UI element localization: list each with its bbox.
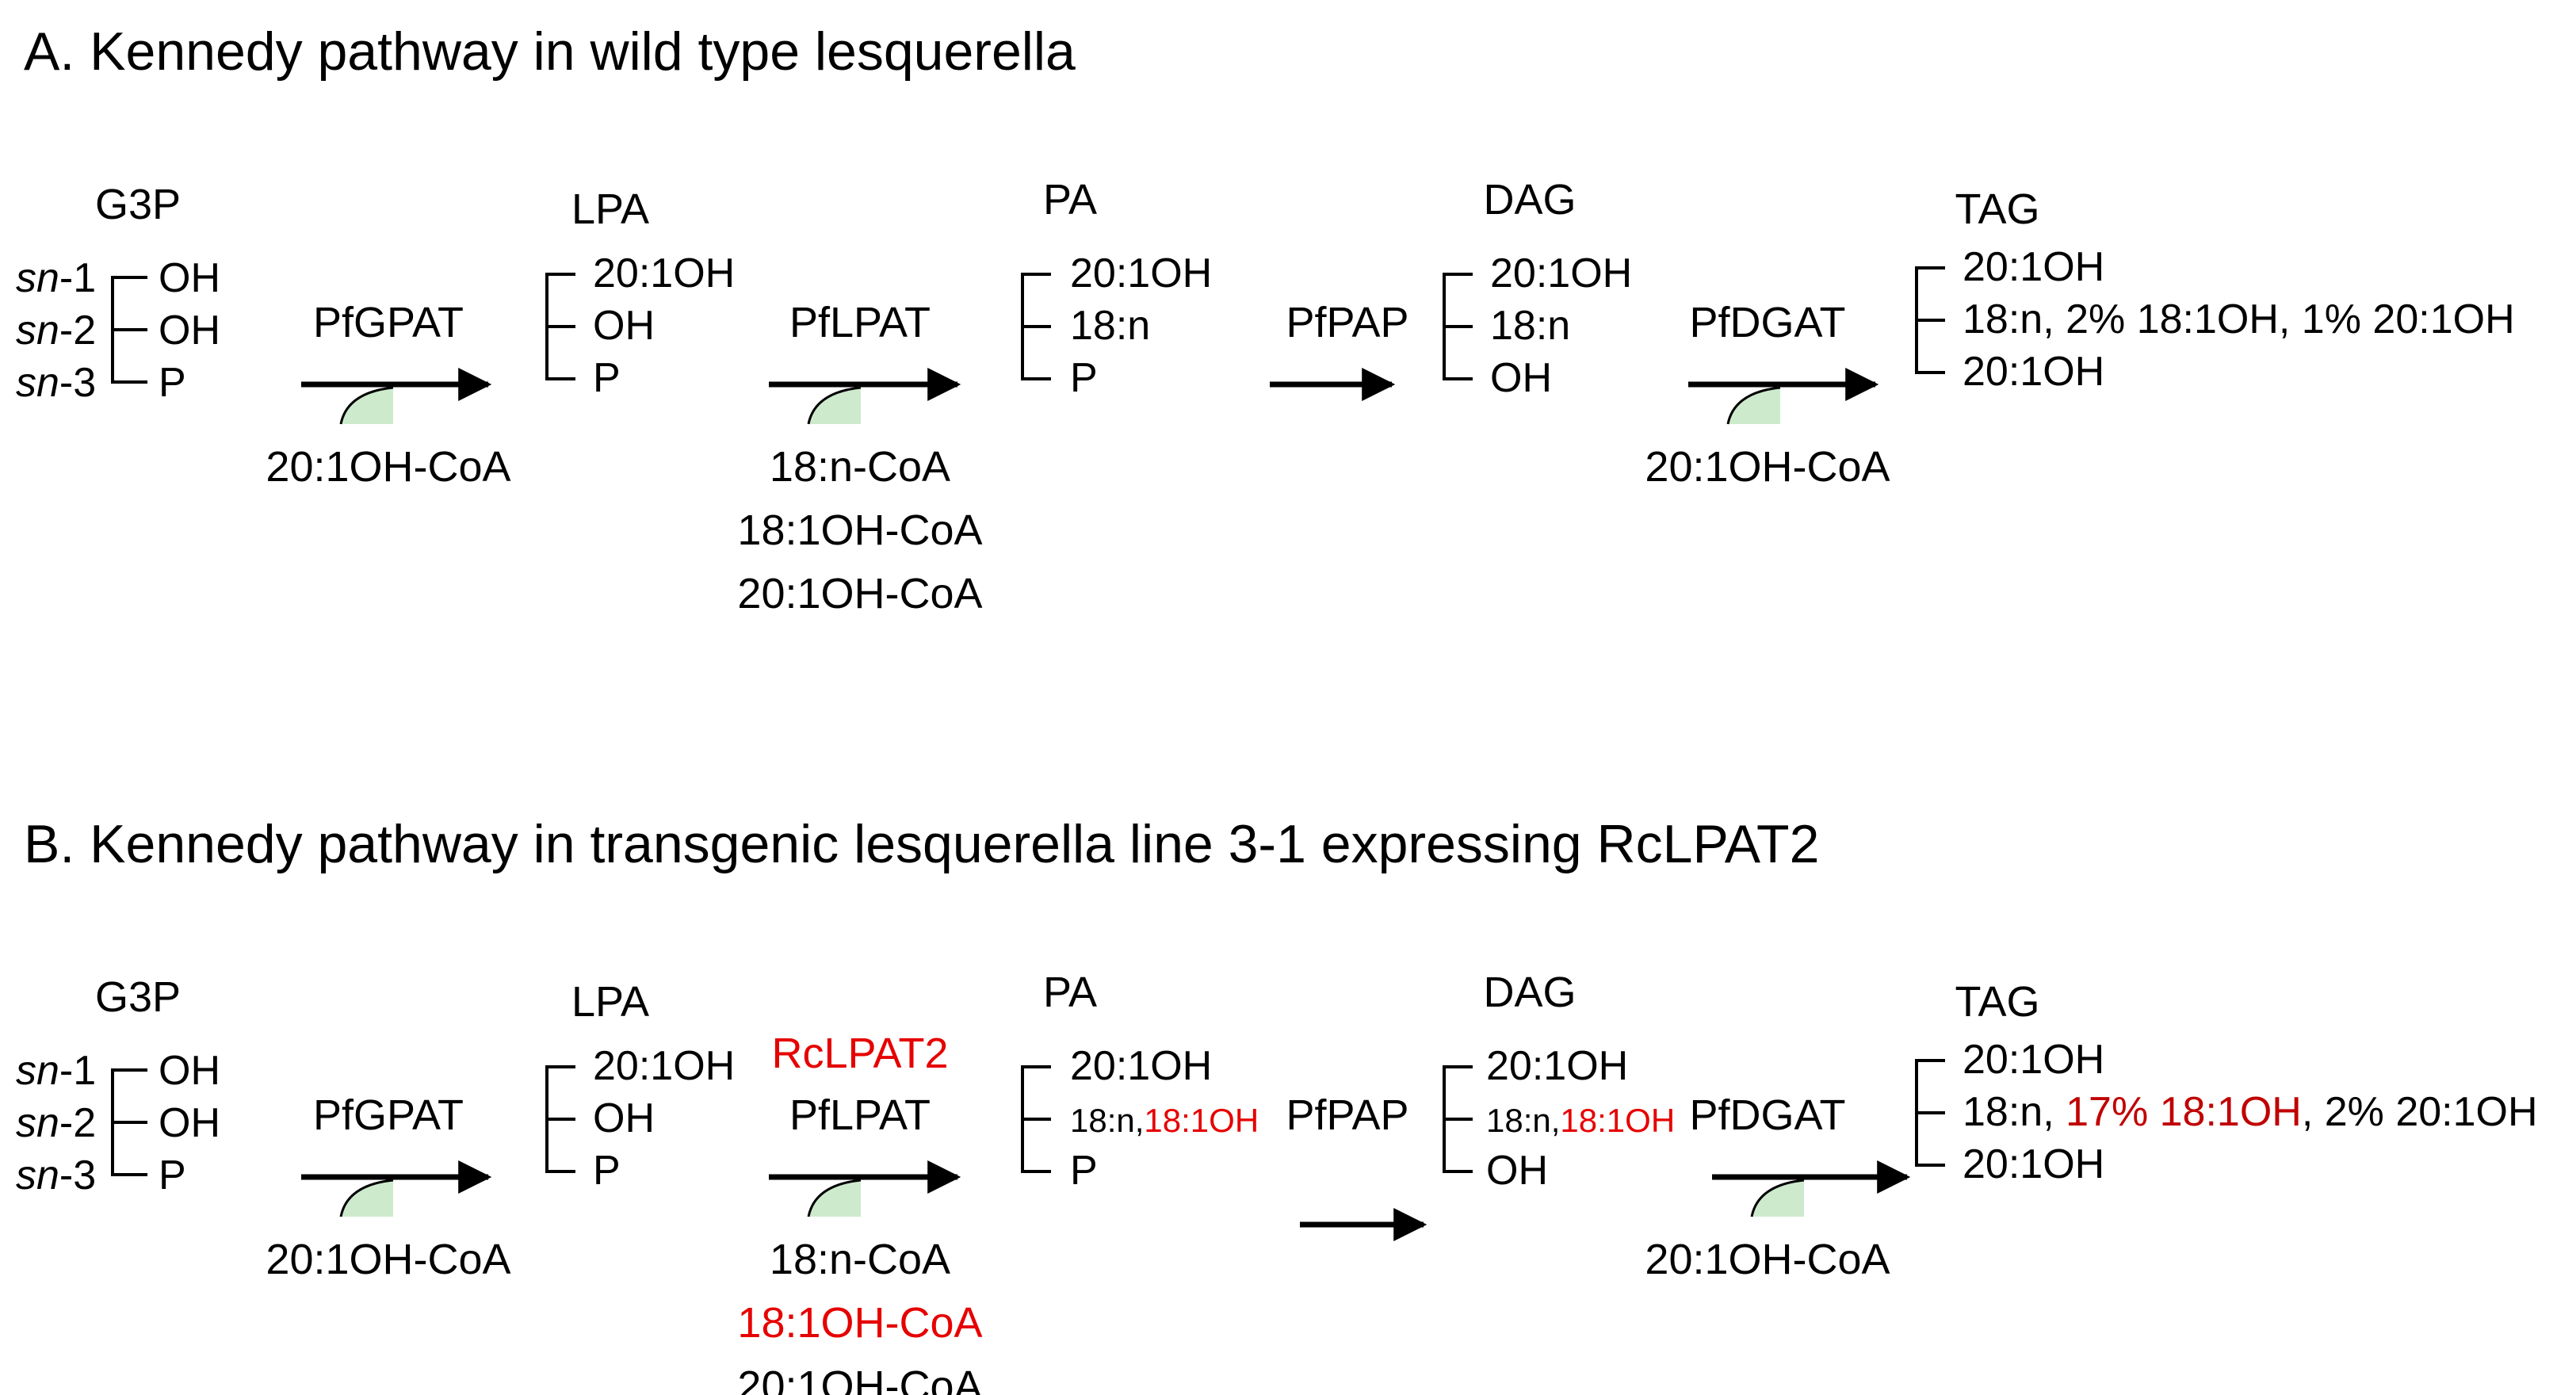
panel-a-pa-label: PA <box>1043 176 1097 224</box>
panel-b-g3p-label: G3P <box>95 973 181 1021</box>
panel-a-pa-bracket <box>1021 273 1051 380</box>
panel-a-lpa-row-3: P <box>593 355 621 401</box>
panel-b-pa-bracket <box>1021 1065 1051 1173</box>
panel-a-pa-row-2: 18:n <box>1070 303 1150 349</box>
panel-b-lpa-row-3: P <box>593 1148 621 1194</box>
panel-b-g3p-position-3: sn-3 <box>16 1152 96 1198</box>
panel-a-lpa-row-2: OH <box>593 303 655 349</box>
panel-a-dag-row-3: OH <box>1490 355 1552 401</box>
panel-a-g3p-group-3: P <box>159 360 186 406</box>
panel-b-dag-label: DAG <box>1483 969 1576 1016</box>
panel-b-tag-row-3: 20:1OH <box>1963 1141 2104 1187</box>
panel-a-gpat-enzyme-1: PfGPAT <box>313 299 464 346</box>
panel-b-pap-enzyme-1: PfPAP <box>1286 1091 1408 1139</box>
panel-a-lpa-row-1: 20:1OH <box>593 250 735 296</box>
panel-b-tag-bracket <box>1915 1059 1945 1167</box>
panel-a-gpat-acyl-curve <box>339 386 394 425</box>
panel-b-pa-row-2: 18:n,18:1OH <box>1070 1102 1259 1139</box>
panel-b-lpat-enzyme-2: PfLPAT <box>789 1091 931 1139</box>
panel-a-g3p-group-2: OH <box>159 308 220 354</box>
panel-a-pa-row-3: P <box>1070 355 1098 401</box>
panel-b-dgat-substrate-1: 20:1OH-CoA <box>1645 1236 1890 1283</box>
panel-a-dgat-acyl-curve <box>1726 386 1781 425</box>
panel-b-gpat-enzyme-1: PfGPAT <box>313 1091 464 1139</box>
panel-b-pa-label: PA <box>1043 969 1097 1016</box>
panel-b-dgat-acyl-curve <box>1750 1179 1805 1217</box>
panel-a-lpat-enzyme-1: PfLPAT <box>789 299 931 346</box>
panel-a-tag-label: TAG <box>1955 185 2040 233</box>
panel-b-g3p-position-1: sn-1 <box>16 1048 96 1094</box>
panel-b-dgat-enzyme-1: PfDGAT <box>1689 1091 1845 1139</box>
panel-b-tag-row-1: 20:1OH <box>1963 1037 2104 1083</box>
panel-a-tag-bracket <box>1915 266 1945 374</box>
panel-b-dag-bracket <box>1443 1065 1473 1173</box>
panel-a-pap-enzyme-1: PfPAP <box>1286 299 1408 346</box>
panel-a-dag-label: DAG <box>1483 176 1576 224</box>
panel-b-lpa-bracket <box>545 1065 575 1173</box>
panel-b-g3p-position-2: sn-2 <box>16 1100 96 1146</box>
panel-a-lpat-substrate-3: 20:1OH-CoA <box>737 570 982 617</box>
panel-b-pa-row-3: P <box>1070 1148 1098 1194</box>
panel-b-lpat-enzyme-1: RcLPAT2 <box>771 1030 948 1077</box>
panel-a-g3p-label: G3P <box>95 181 181 228</box>
panel-a-lpa-label: LPA <box>571 185 649 233</box>
panel-a-lpat-substrate-2: 18:1OH-CoA <box>737 506 982 554</box>
panel-b-g3p-group-2: OH <box>159 1100 220 1146</box>
panel-a-g3p-position-1: sn-1 <box>16 255 96 301</box>
panel-a-dgat-substrate-1: 20:1OH-CoA <box>1645 443 1890 491</box>
panel-b-gpat-acyl-curve <box>339 1179 394 1217</box>
panel-b-g3p-group-1: OH <box>159 1048 220 1094</box>
panel-b-lpat-substrate-1: 18:n-CoA <box>770 1236 950 1283</box>
panel-b-pa-row-1: 20:1OH <box>1070 1043 1212 1089</box>
panel-a-tag-row-3: 20:1OH <box>1963 349 2104 395</box>
panel-b-g3p-group-3: P <box>159 1152 186 1198</box>
panel-a-g3p-position-2: sn-2 <box>16 308 96 354</box>
panel-b-gpat-substrate-1: 20:1OH-CoA <box>266 1236 510 1283</box>
panel-a-lpa-bracket <box>545 273 575 380</box>
panel-b-dag-row-1: 20:1OH <box>1486 1043 1628 1089</box>
panel-b-g3p-bracket <box>111 1068 147 1176</box>
panel-b-dag-row-2: 18:n,18:1OH <box>1486 1102 1675 1139</box>
panel-a-g3p-group-1: OH <box>159 255 220 301</box>
panel-a-dag-row-1: 20:1OH <box>1490 250 1632 296</box>
panel-a-title: A. Kennedy pathway in wild type lesquere… <box>24 21 1076 82</box>
panel-b-lpa-row-2: OH <box>593 1095 655 1141</box>
panel-b-lpat-substrate-3: 20:1OH-CoA <box>737 1363 982 1395</box>
panel-a-pa-row-1: 20:1OH <box>1070 250 1212 296</box>
panel-a-g3p-bracket <box>111 276 147 384</box>
panel-a-tag-row-2: 18:n, 2% 18:1OH, 1% 20:1OH <box>1963 296 2515 342</box>
panel-a-dag-bracket <box>1443 273 1473 380</box>
panel-a-g3p-position-3: sn-3 <box>16 360 96 406</box>
panel-b-tag-label: TAG <box>1955 978 2040 1026</box>
panel-a-gpat-substrate-1: 20:1OH-CoA <box>266 443 510 491</box>
panel-b-lpa-row-1: 20:1OH <box>593 1043 735 1089</box>
panel-a-lpat-substrate-1: 18:n-CoA <box>770 443 950 491</box>
panel-b-tag-row-2: 18:n, 17% 18:1OH, 2% 20:1OH <box>1963 1089 2538 1135</box>
panel-a-tag-row-1: 20:1OH <box>1963 244 2104 290</box>
panel-b-title: B. Kennedy pathway in transgenic lesquer… <box>24 814 1819 874</box>
panel-b-lpat-substrate-2: 18:1OH-CoA <box>737 1299 982 1347</box>
panel-b-lpat-acyl-curve <box>807 1179 862 1217</box>
panel-a-dag-row-2: 18:n <box>1490 303 1570 349</box>
panel-a-dgat-enzyme-1: PfDGAT <box>1689 299 1845 346</box>
panel-b-lpa-label: LPA <box>571 978 649 1026</box>
panel-a-lpat-acyl-curve <box>807 386 862 425</box>
panel-b-dag-row-3: OH <box>1486 1148 1548 1194</box>
